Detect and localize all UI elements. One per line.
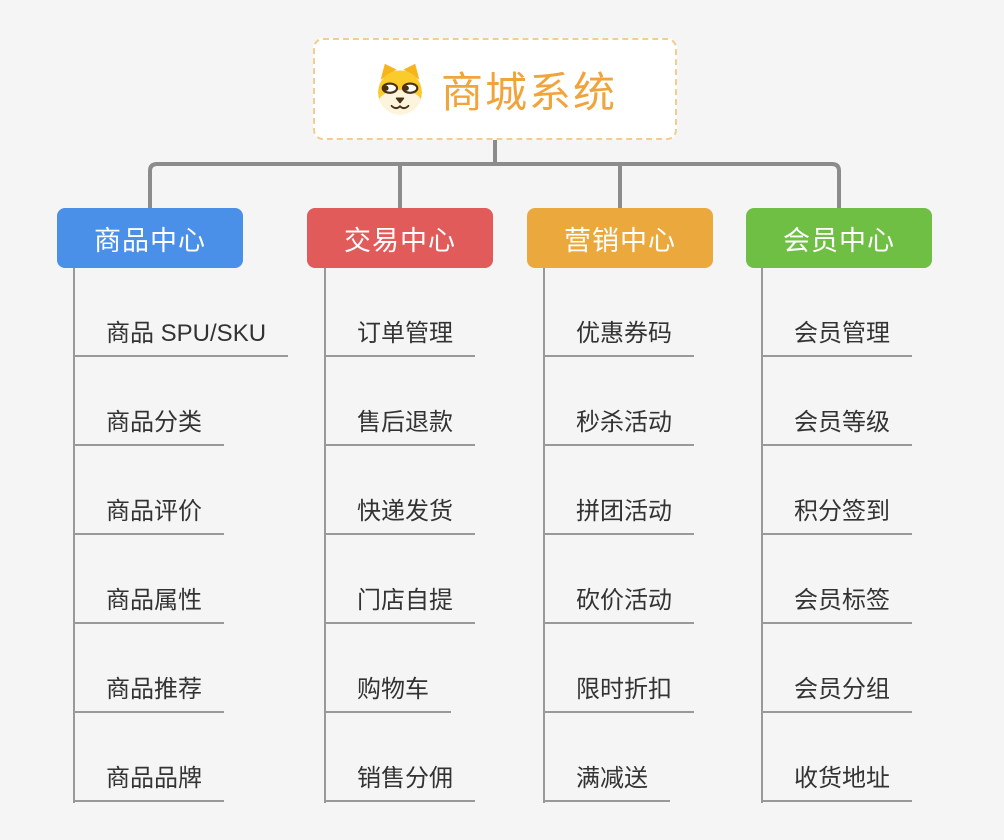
- branch-node-marketing-center[interactable]: 营销中心: [527, 208, 713, 268]
- sub-item[interactable]: 商品属性: [73, 586, 224, 624]
- sub-item[interactable]: 优惠券码: [543, 319, 694, 357]
- branch-label: 营销中心: [564, 225, 676, 256]
- sub-item[interactable]: 会员管理: [761, 319, 912, 357]
- sub-item[interactable]: 会员等级: [761, 408, 912, 446]
- branch-node-product-center[interactable]: 商品中心: [57, 208, 243, 268]
- branch-rail-line: [148, 162, 841, 208]
- sub-item[interactable]: 限时折扣: [543, 675, 694, 713]
- connector-line: [73, 268, 75, 803]
- connector-line: [324, 268, 326, 803]
- sub-item[interactable]: 商品 SPU/SKU: [73, 319, 289, 357]
- sub-item[interactable]: 门店自提: [324, 586, 475, 624]
- sub-item[interactable]: 购物车: [324, 675, 451, 713]
- sub-item[interactable]: 售后退款: [324, 408, 475, 446]
- sub-item[interactable]: 商品品牌: [73, 764, 224, 802]
- branch-label: 商品中心: [94, 225, 206, 256]
- sub-item[interactable]: 收货地址: [761, 764, 912, 802]
- sub-item[interactable]: 满减送: [543, 764, 670, 802]
- root-title: 商城系统: [440, 68, 617, 116]
- sub-item[interactable]: 商品分类: [73, 408, 224, 446]
- sub-item[interactable]: 会员标签: [761, 586, 912, 624]
- connector-line: [761, 268, 763, 803]
- sub-item[interactable]: 积分签到: [761, 497, 912, 535]
- dog-face-icon: [373, 62, 427, 116]
- sub-item[interactable]: 销售分佣: [324, 764, 475, 802]
- sub-item[interactable]: 商品评价: [73, 497, 224, 535]
- sub-item[interactable]: 秒杀活动: [543, 408, 694, 446]
- sub-item[interactable]: 会员分组: [761, 675, 912, 713]
- sub-item[interactable]: 商品推荐: [73, 675, 224, 713]
- branch-node-trade-center[interactable]: 交易中心: [307, 208, 493, 268]
- root-node[interactable]: 商城系统: [313, 38, 677, 140]
- branch-label: 交易中心: [344, 225, 456, 256]
- sub-item[interactable]: 砍价活动: [543, 586, 694, 624]
- sub-item[interactable]: 快递发货: [324, 497, 475, 535]
- sub-item[interactable]: 订单管理: [324, 319, 475, 357]
- connector-line: [543, 268, 545, 803]
- branch-node-member-center[interactable]: 会员中心: [746, 208, 932, 268]
- sub-item[interactable]: 拼团活动: [543, 497, 694, 535]
- branch-label: 会员中心: [783, 225, 895, 256]
